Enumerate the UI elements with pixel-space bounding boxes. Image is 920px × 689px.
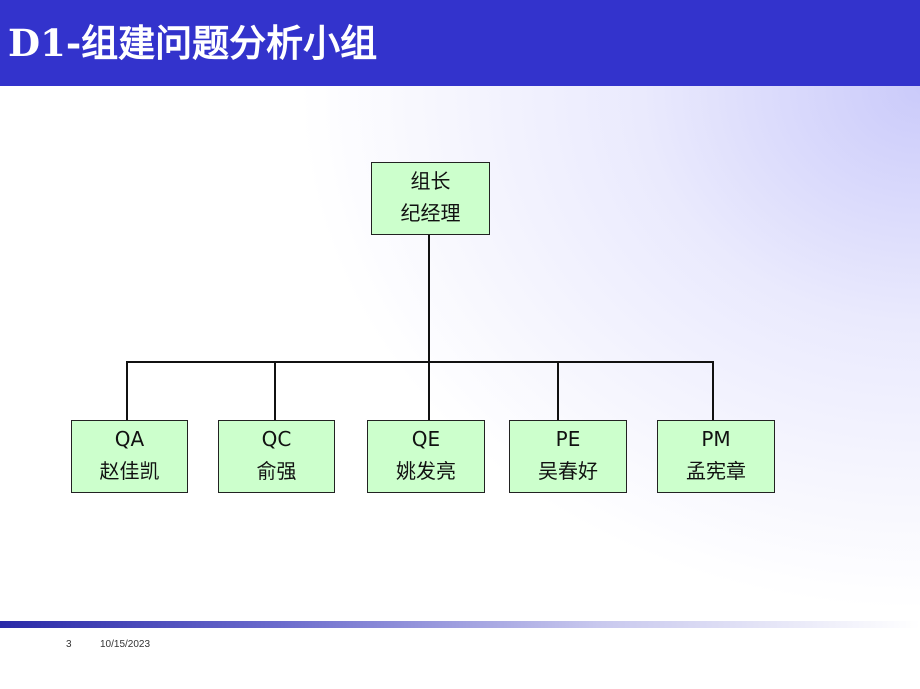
title-bar: D1-组建问题分析小组: [0, 0, 920, 86]
member-name: 吴春好: [538, 459, 598, 483]
member-role: QE: [411, 427, 441, 451]
connector-line-pe: [557, 361, 559, 421]
slide-date: 10/15/2023: [100, 639, 151, 650]
connector-line-qc: [274, 361, 276, 421]
leader-connector-line: [428, 234, 430, 363]
member-name: 赵佳凯: [99, 459, 160, 483]
member-box-pe: PE 吴春好: [509, 420, 627, 493]
leader-name: 纪经理: [400, 201, 461, 225]
slide-number: 3: [66, 639, 72, 650]
connector-line-qe: [428, 361, 430, 421]
member-box-pm: PM 孟宪章: [657, 420, 775, 493]
member-role: QC: [261, 427, 292, 451]
connector-line-qa: [126, 361, 128, 421]
member-role: PM: [701, 427, 731, 451]
connector-line-pm: [712, 361, 714, 421]
slide-title: D1-组建问题分析小组: [8, 21, 378, 65]
member-box-qa: QA 赵佳凯: [71, 420, 188, 493]
member-name: 姚发亮: [396, 459, 456, 483]
leader-box: 组长 纪经理: [371, 162, 490, 235]
horizontal-connector-line: [126, 361, 714, 363]
footer-bar: [0, 621, 920, 628]
member-name: 俞强: [256, 459, 297, 483]
leader-role: 组长: [410, 169, 451, 193]
member-role: QA: [114, 427, 145, 451]
member-name: 孟宪章: [686, 459, 746, 483]
member-box-qe: QE 姚发亮: [367, 420, 485, 493]
member-role: PE: [555, 427, 581, 451]
member-box-qc: QC 俞强: [218, 420, 335, 493]
